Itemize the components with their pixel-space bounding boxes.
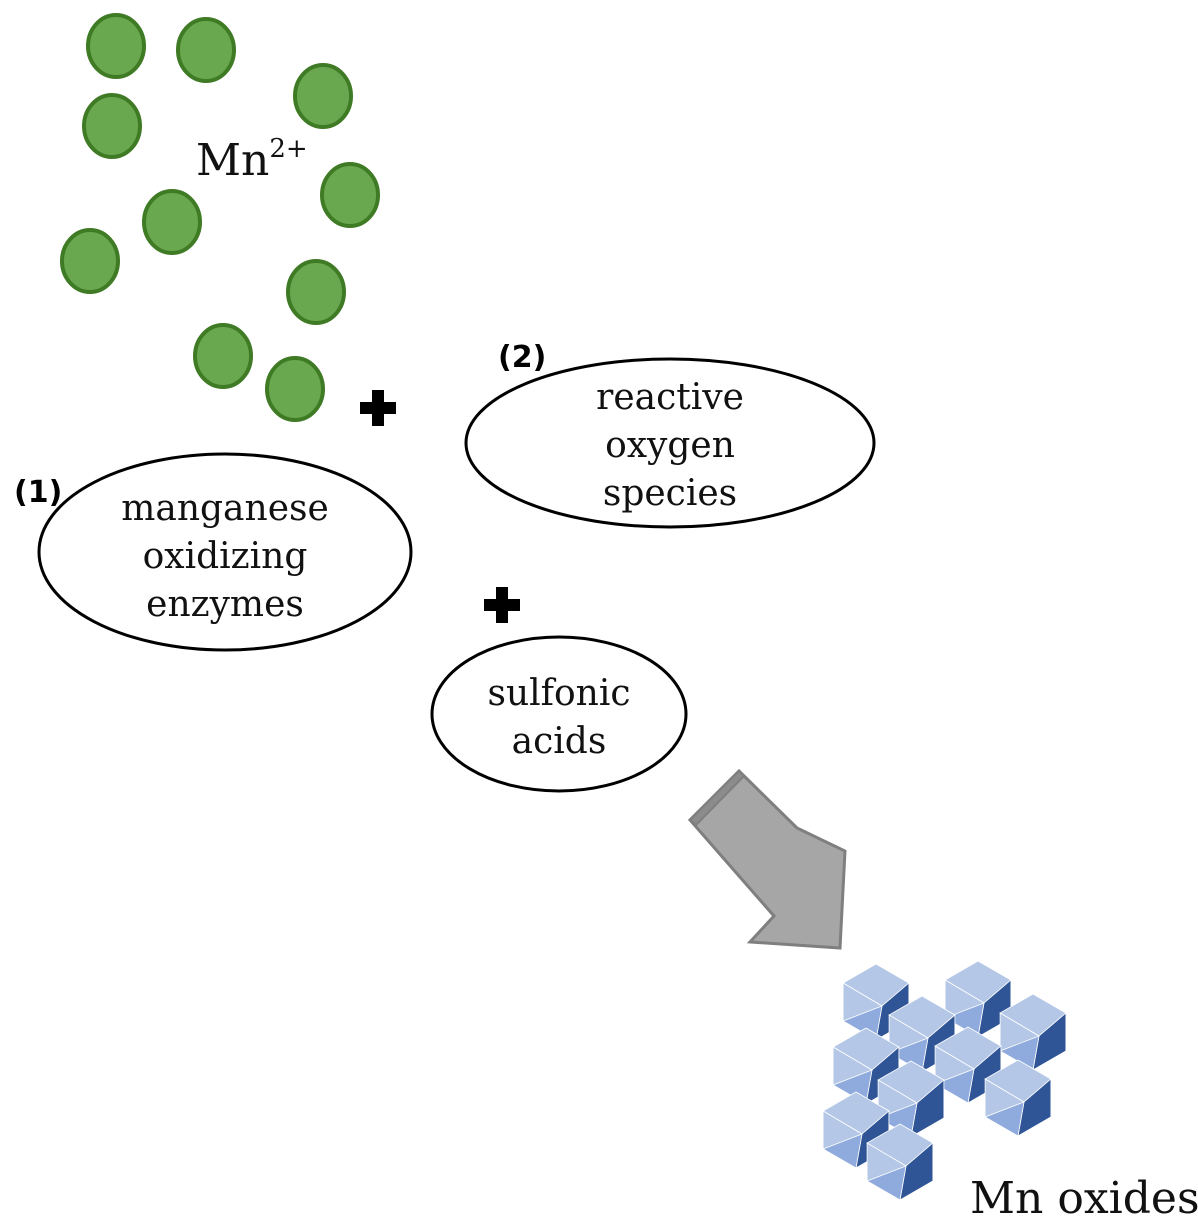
octahedron-icon bbox=[866, 1123, 934, 1201]
arrow-down-right-icon bbox=[687, 768, 847, 950]
octahedron-icon bbox=[934, 1026, 1002, 1104]
ion-label-base: Mn bbox=[196, 135, 269, 186]
octahedron-icon bbox=[999, 993, 1067, 1071]
pathway-enzymes-line: enzymes bbox=[146, 584, 304, 625]
plus-icon bbox=[484, 587, 520, 623]
pathway-enzymes-ellipse bbox=[37, 452, 413, 652]
ion-particle-icon bbox=[286, 259, 346, 325]
octahedron-icon bbox=[984, 1059, 1052, 1137]
pathway-enzymes-line: oxidizing bbox=[143, 536, 308, 577]
ion-particle-icon bbox=[320, 162, 380, 228]
ion-label: Mn2+ bbox=[196, 134, 308, 186]
additive-line: sulfonic bbox=[487, 673, 630, 714]
pathway-enzymes-line: manganese bbox=[121, 488, 329, 529]
additive-ellipse bbox=[430, 635, 688, 793]
octahedron-icon bbox=[888, 995, 956, 1073]
ion-particle-icon bbox=[293, 63, 353, 129]
ion-particle-icon bbox=[86, 13, 146, 79]
ion-particle-icon bbox=[265, 356, 325, 422]
ion-particle-icon bbox=[193, 323, 253, 389]
pathway-ros-line: oxygen bbox=[605, 425, 735, 466]
additive-line: acids bbox=[512, 721, 607, 762]
mn-oxide-crystal bbox=[822, 960, 1067, 1201]
ion-particle-icon bbox=[142, 189, 202, 255]
ion-particle-icon bbox=[176, 17, 236, 83]
additive-sulfonic-acids: sulfonic acids bbox=[430, 635, 688, 793]
pathway-ros-line: species bbox=[603, 473, 737, 514]
pathway-enzymes-number: (1) bbox=[14, 475, 62, 510]
ion-particle-icon bbox=[82, 93, 142, 159]
pathway-enzymes: (1) manganese oxidizing enzymes bbox=[14, 452, 413, 652]
pathway-ros-line: reactive bbox=[596, 377, 744, 418]
ion-particle-icon bbox=[60, 228, 120, 294]
plus-icon bbox=[360, 390, 396, 426]
pathway-ros-number: (2) bbox=[498, 340, 546, 375]
product-label: Mn oxides bbox=[970, 1173, 1198, 1224]
ion-label-charge: 2+ bbox=[269, 134, 307, 164]
pathway-ros: (2) reactive oxygen species bbox=[464, 340, 876, 529]
pathway-ros-ellipse bbox=[464, 357, 876, 529]
ion-particles bbox=[60, 13, 380, 422]
